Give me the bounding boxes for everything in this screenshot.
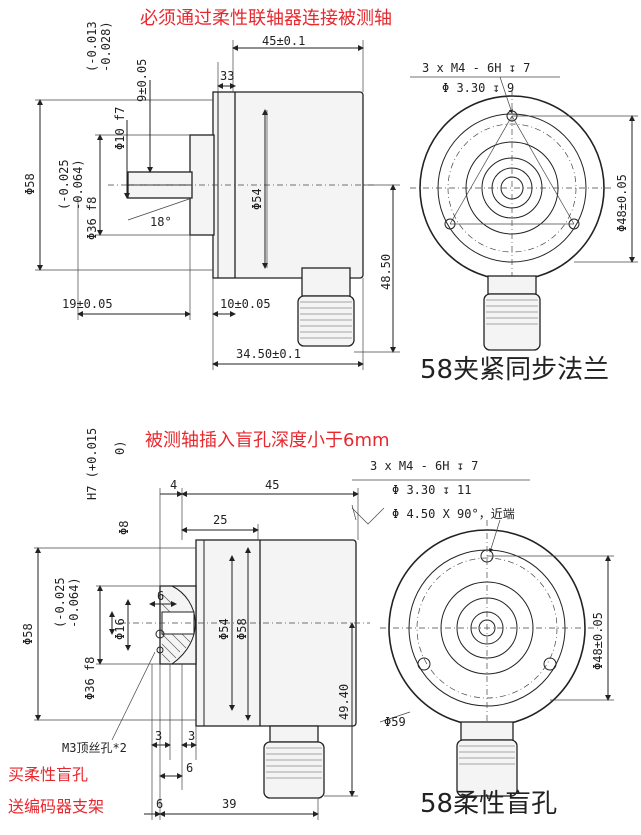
dim-bot-8: Φ8 [117,521,131,535]
dim-top-36-bot: -0.064) [71,159,85,210]
top-front-dims: 3 x M4 - 6H ↧ 7 Φ 3.30 ↧ 9 Φ48±0.05 [422,61,629,232]
dim-bot-54: Φ54 [217,618,231,640]
top-thread-1: 3 x M4 - 6H ↧ 7 [422,61,530,75]
top-side-dims: 45±0.1 33 18° 19±0.05 10±0.05 34.50±0.1 … [23,21,393,361]
dim-top-9: 9±0.05 [135,59,149,102]
bot-thread-1: 3 x M4 - 6H ↧ 7 [370,459,478,473]
bottom-note: 被测轴插入盲孔深度小于6mm [145,430,390,451]
dim-bot-3b: 3 [188,729,195,743]
bottom-label: 58柔性盲孔 [420,789,557,819]
dim-bot-48: Φ48±0.05 [591,612,605,670]
dim-top-10b: 10±0.05 [220,297,271,311]
dim-bot-h7-top: H7 (+0.015 [85,428,99,500]
dim-bot-h7-bot: 0) [113,441,127,455]
dim-bot-16: Φ16 [113,618,127,640]
top-label: 58夹紧同步法兰 [420,355,609,385]
dim-bot-58b: Φ58 [235,618,249,640]
dim-top-18deg: 18° [150,215,172,229]
bottom-side-view [34,488,370,820]
dim-bot-36-top: (-0.025 [53,577,67,628]
dim-top-54: Φ54 [250,188,264,210]
dim-bot-25: 25 [213,513,227,527]
dim-top-36-top: (-0.025 [57,159,71,210]
bot-thread-2: Φ 3.30 ↧ 11 [392,483,471,497]
bottom-side-dims: 4 45 25 6 3 3 6 6 39 H7 (+0.015 0) Φ8 Φ5… [21,428,351,811]
note-gift: 送编码器支架 [8,797,104,816]
dim-bot-39: 39 [222,797,236,811]
dim-top-33: 33 [220,69,234,83]
dim-bot-4: 4 [170,478,177,492]
dim-bot-3a: 3 [155,729,162,743]
dim-top-19: 19±0.05 [62,297,113,311]
bottom-left-notes: M3顶丝孔*2 买柔性盲孔 送编码器支架 [8,741,127,816]
note-m3: M3顶丝孔*2 [62,741,127,755]
dim-top-48: Φ48±0.05 [615,174,629,232]
bot-thread-3: Φ 4.50 X 90°，近端 [392,507,515,521]
note-buy: 买柔性盲孔 [8,765,88,784]
dim-top-10: Φ10 f7 [113,107,127,150]
top-side-view [35,40,400,370]
dim-bot-59: Φ59 [384,715,406,729]
dim-top-4850: 48.50 [379,254,393,290]
top-thread-2: Φ 3.30 ↧ 9 [442,81,514,95]
dim-bot-45: 45 [265,478,279,492]
bottom-front-view [351,479,614,797]
bottom-front-dims: 3 x M4 - 6H ↧ 7 Φ 3.30 ↧ 11 Φ 4.50 X 90°… [370,459,605,729]
dim-top-45: 45±0.1 [262,34,305,48]
dim-top-10-bot: -0.028) [99,21,113,72]
dim-bot-6b: 6 [186,761,193,775]
top-note: 必须通过柔性联轴器连接被测轴 [140,8,392,29]
dim-top-10-top: (-0.013 [85,21,99,72]
dim-top-3450: 34.50±0.1 [236,347,301,361]
dim-bot-6a: 6 [157,589,164,603]
dim-bot-58: Φ58 [21,623,35,645]
dim-top-58: Φ58 [23,173,37,195]
dim-top-36: Φ36 f8 [85,197,99,240]
dim-bot-4940: 49.40 [337,684,351,720]
dim-bot-36-bot: -0.064) [67,577,81,628]
dim-bot-36: Φ36 f8 [83,657,97,700]
dim-bot-6c: 6 [156,797,163,811]
top-front-view [410,76,638,351]
